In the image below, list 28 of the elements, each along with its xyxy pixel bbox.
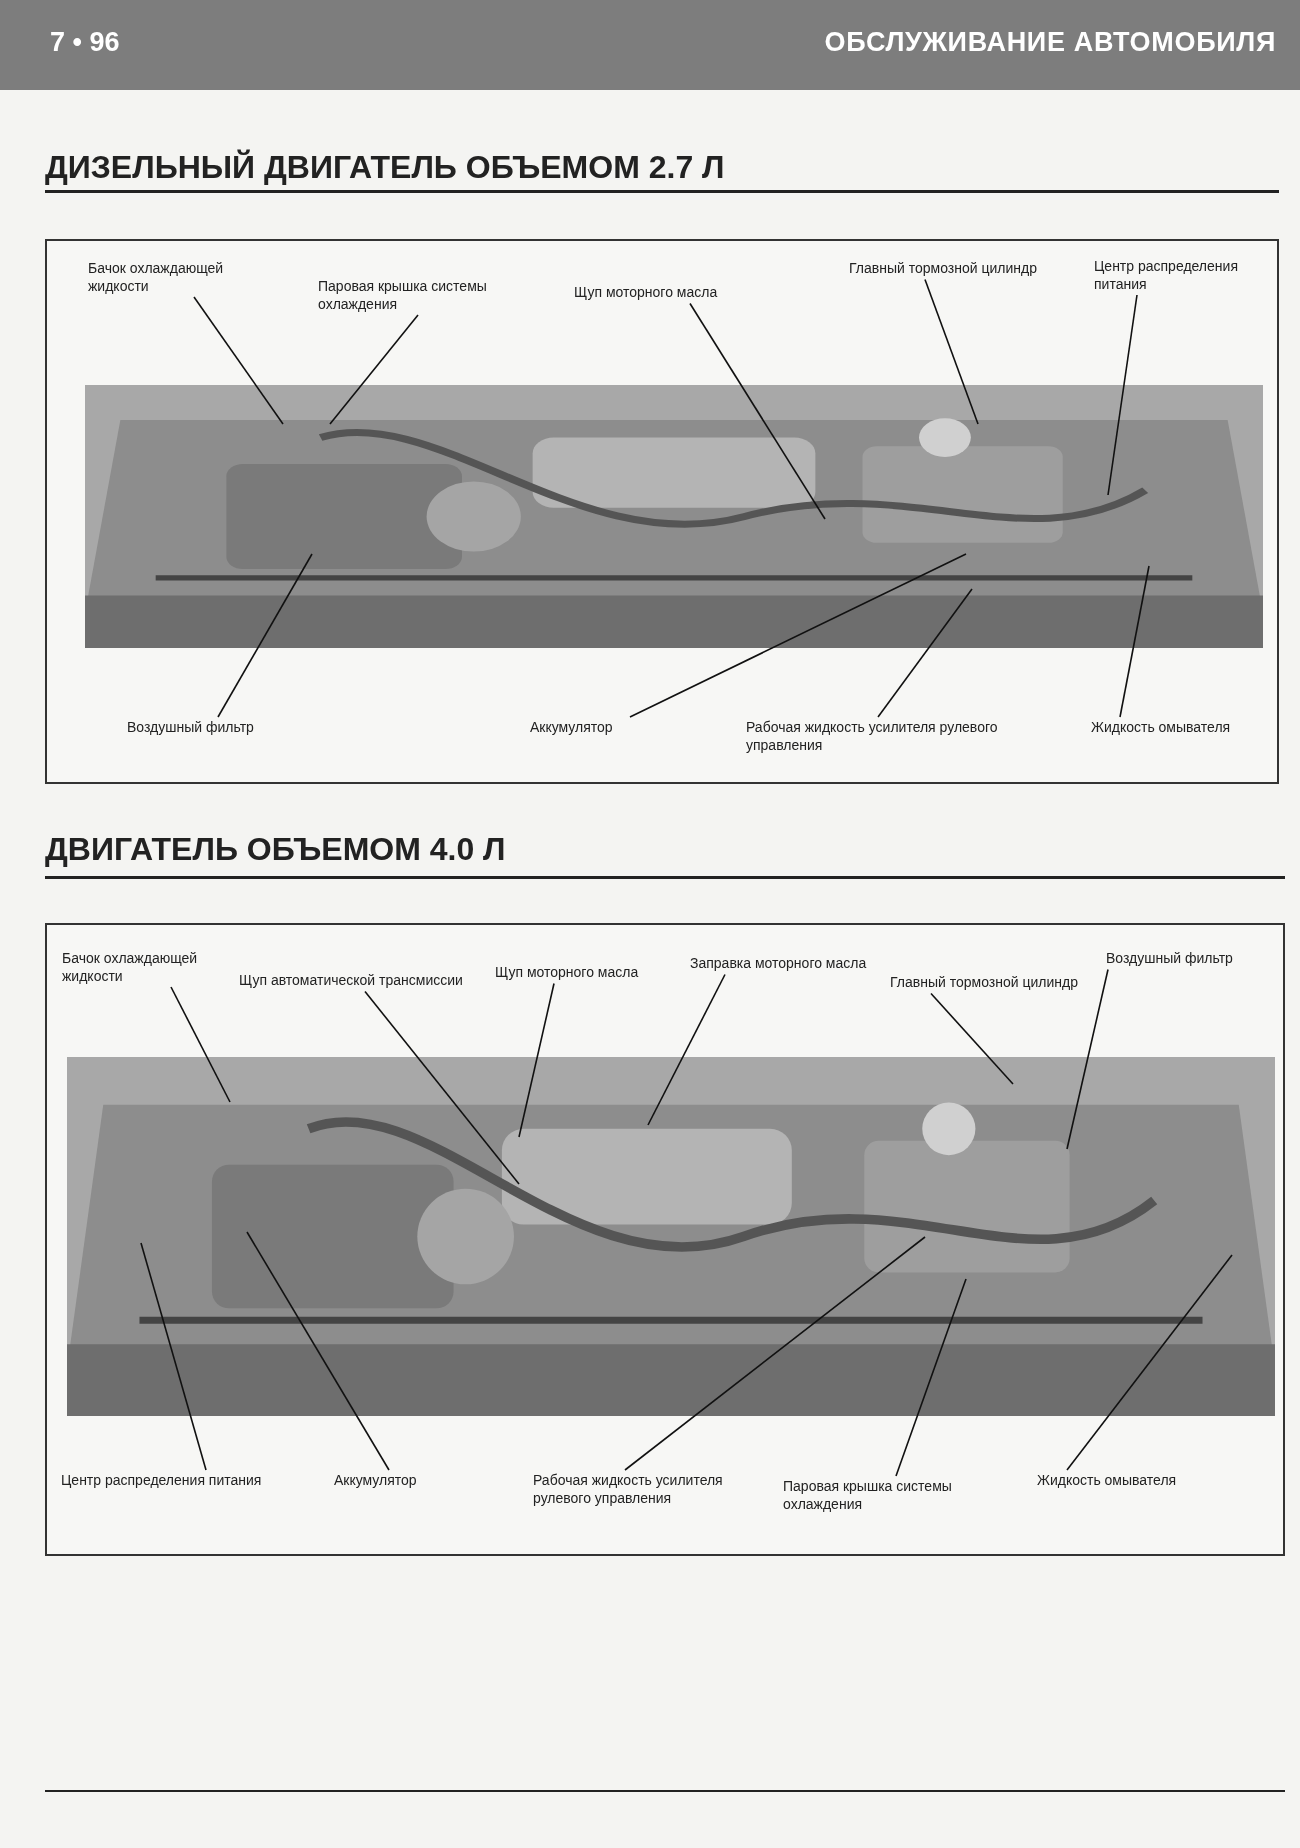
diagram-frame <box>45 923 1285 1556</box>
leader-line <box>193 296 284 425</box>
diagram-frame <box>45 239 1279 784</box>
leader-line <box>624 1236 926 1471</box>
leader-line <box>877 588 973 718</box>
leader-line <box>930 992 1014 1085</box>
leader-line <box>364 990 520 1185</box>
leader-line <box>217 553 313 718</box>
engine-bay-photo-placeholder <box>67 1057 1275 1416</box>
leader-line <box>924 278 979 425</box>
page-number: 7 • 96 <box>50 26 120 59</box>
section-title: ДВИГАТЕЛЬ ОБЪЕМОМ 4.0 Л <box>45 830 506 869</box>
leader-line <box>1107 294 1138 496</box>
section-title: ДИЗЕЛЬНЫЙ ДВИГАТЕЛЬ ОБЪЕМОМ 2.7 Л <box>45 148 725 187</box>
leader-line <box>140 1242 207 1471</box>
leader-line <box>895 1278 967 1477</box>
leader-line <box>1119 565 1150 718</box>
leader-line <box>1066 1254 1233 1471</box>
leader-line <box>246 1231 390 1471</box>
leader-line <box>329 314 419 425</box>
leader-line <box>518 982 555 1138</box>
leader-line <box>1066 968 1109 1150</box>
engine-bay-photo-placeholder <box>85 385 1263 648</box>
chapter-heading: ОБСЛУЖИВАНИЕ АВТОМОБИЛЯ <box>824 26 1276 59</box>
leader-line <box>647 973 726 1126</box>
leader-line <box>689 302 826 520</box>
leader-line <box>170 986 231 1103</box>
leader-line <box>629 553 967 718</box>
